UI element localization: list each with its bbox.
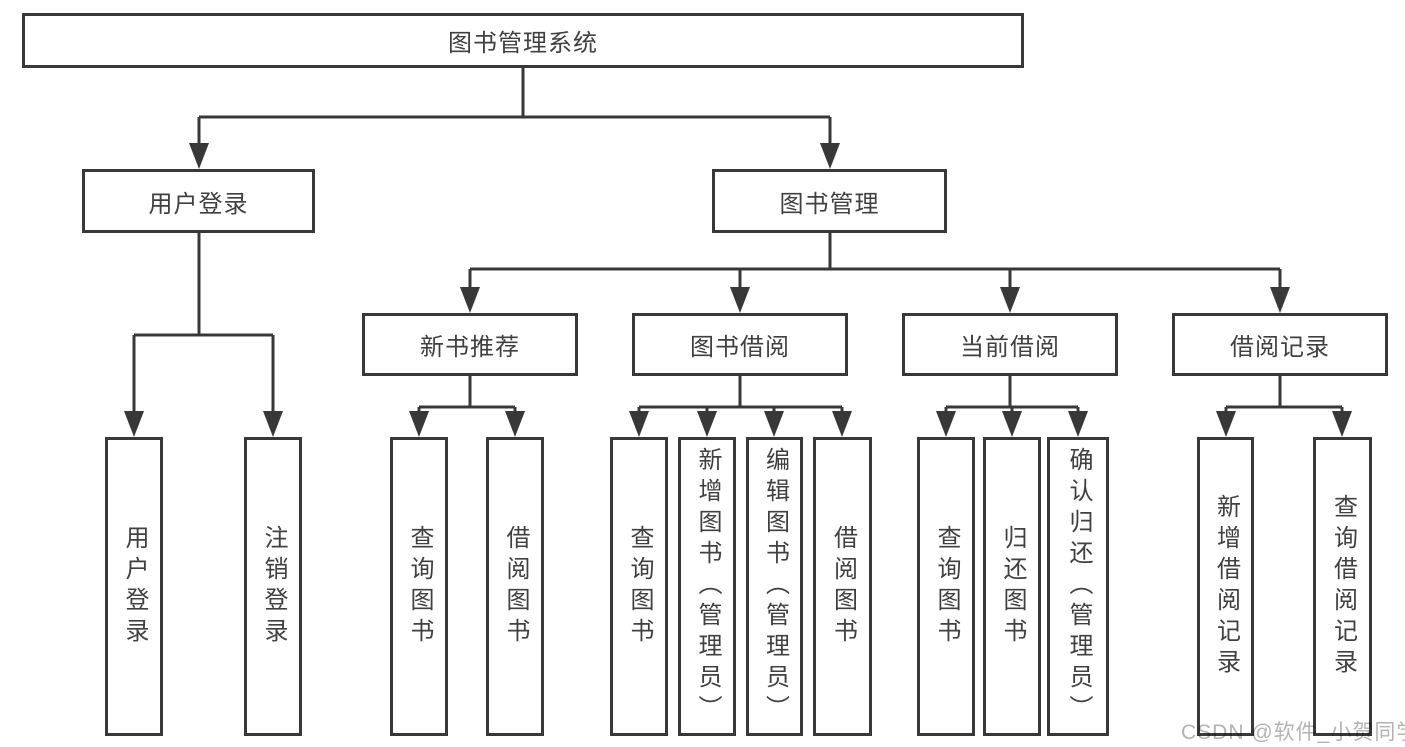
leaf-query-borrow-record-label: 查询借阅记录 (1329, 493, 1357, 680)
leaf-borrow-books-recommend-label: 借阅图书 (502, 524, 529, 649)
node-current-borrowing: 当前借阅 (902, 313, 1118, 376)
leaf-query-books-borrowing-label: 查询图书 (626, 524, 653, 649)
leaf-add-books-admin-label: 新增图书（管理员） (694, 447, 721, 726)
node-user-login: 用户登录 (82, 169, 315, 233)
node-new-book-recommendation-label: 新书推荐 (420, 334, 520, 361)
edge-book-management-to-level3 (468, 233, 1282, 291)
leaf-query-borrow-record: 查询借阅记录 (1313, 437, 1372, 736)
leaf-query-books-recommend: 查询图书 (390, 437, 448, 736)
leaf-confirm-return-admin: 确认归还（管理员） (1047, 437, 1109, 736)
edge-root-to-level2 (197, 68, 832, 147)
edge-new-book-to-leaves (417, 376, 517, 415)
edge-user-login-to-leaves (132, 233, 275, 415)
leaf-add-books-admin: 新增图书（管理员） (678, 437, 736, 736)
edge-borrowing-records-to-leaves (1224, 376, 1344, 415)
leaf-borrow-books: 借阅图书 (813, 437, 872, 736)
csdn-watermark: CSDN @软件_小贺同学 (1181, 721, 1405, 744)
leaf-logout: 注销登录 (244, 437, 302, 736)
edge-book-borrowing-to-leaves (637, 376, 844, 415)
leaf-logout-label: 注销登录 (260, 524, 287, 649)
node-book-borrowing-label: 图书借阅 (690, 334, 790, 361)
arrowheads (124, 143, 1352, 437)
node-library-system: 图书管理系统 (22, 13, 1024, 68)
leaf-borrow-books-label: 借阅图书 (829, 524, 857, 649)
node-book-borrowing: 图书借阅 (632, 313, 848, 376)
leaf-edit-books-admin: 编辑图书（管理员） (746, 437, 803, 736)
leaf-query-books-recommend-label: 查询图书 (406, 524, 433, 649)
node-book-management: 图书管理 (712, 169, 947, 233)
leaf-query-books-current-label: 查询图书 (933, 524, 960, 649)
leaf-borrow-books-recommend: 借阅图书 (486, 437, 544, 736)
leaf-edit-books-admin-label: 编辑图书（管理员） (761, 447, 789, 726)
leaf-query-books-current: 查询图书 (917, 437, 975, 736)
leaf-return-books: 归还图书 (983, 437, 1041, 736)
leaf-add-borrow-record-label: 新增借阅记录 (1212, 493, 1240, 680)
edge-current-borrowing-to-leaves (944, 376, 1080, 415)
leaf-user-login: 用户登录 (105, 437, 163, 736)
node-new-book-recommendation: 新书推荐 (362, 313, 578, 376)
node-borrowing-records: 借阅记录 (1172, 313, 1388, 376)
node-current-borrowing-label: 当前借阅 (960, 334, 1060, 361)
leaf-confirm-return-admin-label: 确认归还（管理员） (1065, 447, 1092, 726)
node-borrowing-records-label: 借阅记录 (1230, 334, 1330, 361)
leaf-user-login-label: 用户登录 (121, 524, 148, 649)
node-library-system-label: 图书管理系统 (448, 30, 598, 57)
leaf-add-borrow-record: 新增借阅记录 (1197, 437, 1254, 736)
leaf-return-books-label: 归还图书 (999, 524, 1026, 649)
node-book-management-label: 图书管理 (779, 190, 880, 218)
node-user-login-label: 用户登录 (148, 190, 249, 218)
leaf-query-books-borrowing: 查询图书 (610, 437, 668, 736)
